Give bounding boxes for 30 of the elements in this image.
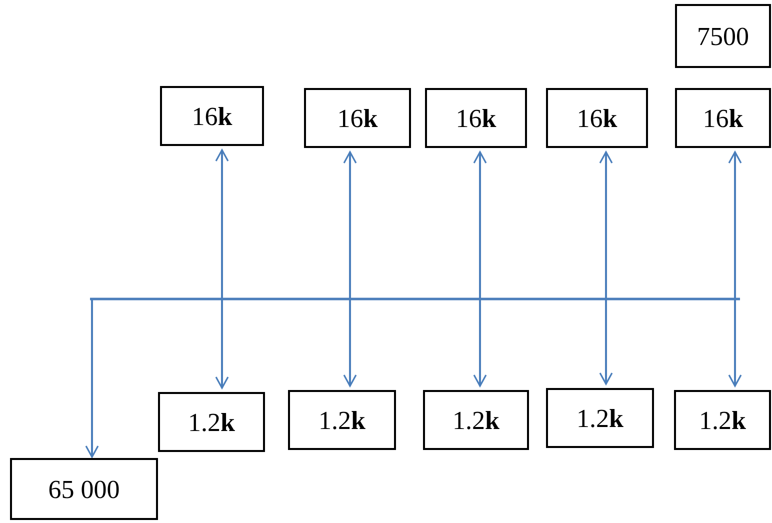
amount-text: 1.2k <box>452 404 500 436</box>
amount-text: 1.2k <box>699 404 746 436</box>
value-box <box>674 390 771 450</box>
value-box <box>10 458 158 520</box>
amount-text: 16k <box>702 102 744 134</box>
amount-text: 1.2k <box>318 404 366 436</box>
amount-text: 16k <box>576 102 618 134</box>
double-arrow <box>343 151 357 387</box>
value-box <box>288 390 396 450</box>
amount-text: 16k <box>456 102 496 134</box>
double-arrow <box>215 149 229 389</box>
amount-text: 1.2k <box>188 406 235 438</box>
value-box <box>304 88 411 148</box>
value-box <box>675 4 771 68</box>
value-box <box>423 390 529 450</box>
amount-text: 16k <box>337 102 378 134</box>
arrow <box>85 299 99 458</box>
double-arrow <box>728 151 742 387</box>
double-arrow <box>473 151 487 387</box>
amount-text: 16k <box>192 100 232 132</box>
value-box <box>158 392 265 452</box>
amount-text: 65 000 <box>48 474 120 506</box>
double-arrow <box>599 151 613 385</box>
value-box <box>160 86 264 146</box>
amount-text: 1.2k <box>576 402 624 434</box>
amount-text: 7500 <box>697 20 749 52</box>
value-box <box>546 388 654 448</box>
value-box <box>546 88 648 148</box>
value-box <box>675 88 771 148</box>
value-box <box>425 88 527 148</box>
